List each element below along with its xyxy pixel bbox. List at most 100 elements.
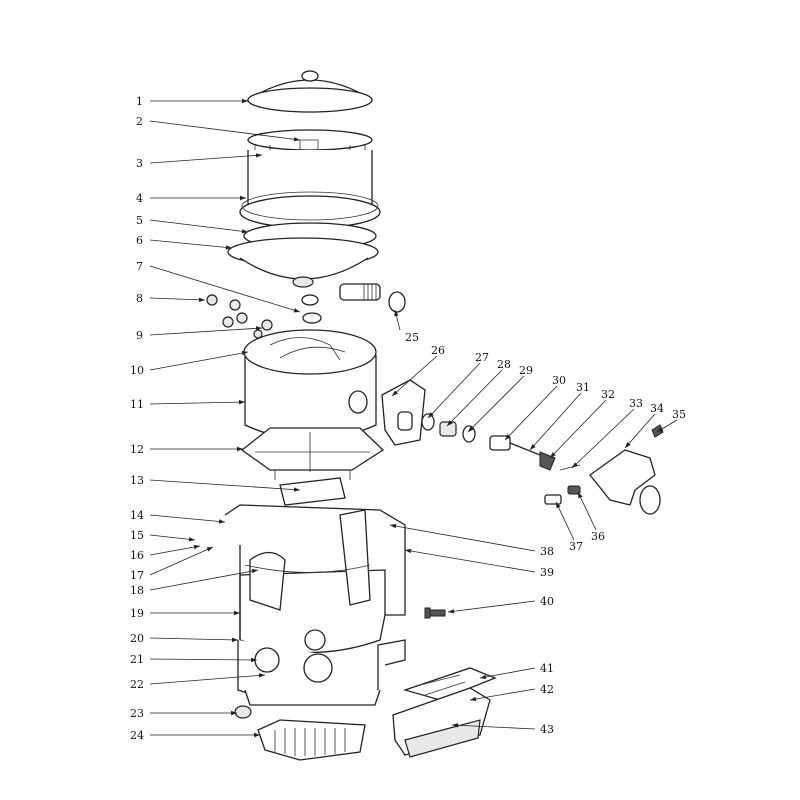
arrowhead — [392, 390, 398, 396]
arrowhead — [254, 732, 260, 738]
callout-labels: 1234567891011121314151617181920212223242… — [130, 95, 686, 742]
callout-label-23: 23 — [130, 707, 144, 720]
leader-line — [149, 401, 246, 405]
leader-line — [149, 545, 201, 556]
arrowhead — [231, 637, 238, 643]
callout-label-30: 30 — [552, 374, 566, 387]
arrowhead — [625, 442, 631, 448]
arrowhead — [505, 434, 511, 440]
motor-plate — [240, 427, 385, 480]
leader-line — [149, 265, 301, 313]
callout-label-21: 21 — [130, 653, 144, 666]
pump-housing — [243, 329, 377, 441]
leader-line — [149, 514, 226, 523]
arrowhead — [293, 487, 300, 492]
arrowhead — [448, 609, 455, 614]
small-fittings — [206, 294, 273, 339]
arrowhead — [480, 674, 487, 680]
leader-line — [571, 408, 635, 469]
callout-label-12: 12 — [130, 443, 144, 456]
leader-line — [149, 351, 249, 371]
main-frame — [224, 504, 406, 654]
callout-label-35: 35 — [672, 408, 686, 421]
callout-label-5: 5 — [136, 214, 143, 227]
callout-label-18: 18 — [130, 584, 144, 597]
leader-line — [149, 674, 266, 685]
valve-assembly — [381, 379, 664, 515]
arrowhead — [556, 502, 561, 509]
callout-label-11: 11 — [130, 398, 144, 411]
arrowhead — [394, 310, 399, 317]
leader-line — [149, 637, 239, 641]
callout-label-26: 26 — [431, 344, 445, 357]
callout-label-17: 17 — [130, 569, 144, 582]
control-box — [392, 667, 497, 758]
callout-label-20: 20 — [130, 632, 144, 645]
arrowhead — [470, 696, 477, 702]
callout-label-8: 8 — [136, 292, 143, 305]
leader-line — [149, 120, 301, 141]
leader-line — [555, 501, 575, 541]
leader-line — [447, 600, 536, 613]
arrowhead — [550, 452, 556, 458]
arrowhead — [390, 523, 397, 529]
callout-label-34: 34 — [650, 402, 664, 415]
arrowhead — [225, 245, 232, 250]
leader-line — [549, 399, 607, 459]
callout-label-25: 25 — [405, 331, 419, 344]
callout-label-42: 42 — [540, 683, 554, 696]
leader-line — [404, 549, 536, 573]
arrowhead — [241, 229, 248, 234]
foot — [234, 705, 252, 719]
arrowhead — [258, 673, 265, 678]
screw — [424, 607, 446, 619]
leader-line — [446, 369, 503, 427]
leader-line — [149, 297, 206, 301]
leader-line — [577, 491, 597, 531]
arrowhead — [240, 195, 246, 201]
arrowhead — [231, 710, 237, 716]
callout-label-24: 24 — [130, 729, 144, 742]
callout-label-9: 9 — [136, 329, 143, 342]
leader-line — [504, 385, 558, 441]
leader-line — [391, 355, 438, 397]
o-ring — [301, 294, 319, 306]
leader-lines — [149, 98, 678, 738]
arrowhead — [405, 548, 412, 554]
arrowhead — [293, 137, 300, 142]
bracket — [279, 477, 346, 506]
callout-label-27: 27 — [475, 351, 489, 364]
arrowhead — [251, 568, 258, 574]
arrowhead — [198, 297, 205, 302]
arrowhead — [255, 326, 262, 331]
callout-label-22: 22 — [130, 678, 144, 691]
callout-label-36: 36 — [591, 530, 605, 543]
callout-label-39: 39 — [540, 566, 554, 579]
bottom-grille — [257, 719, 366, 761]
leader-line — [149, 546, 214, 576]
leader-line — [451, 724, 536, 730]
seal-rings — [227, 222, 379, 288]
callout-label-13: 13 — [130, 474, 144, 487]
callout-label-43: 43 — [540, 723, 554, 736]
callout-label-14: 14 — [130, 509, 144, 522]
leader-line — [149, 219, 249, 233]
lid-dome — [246, 70, 374, 113]
callout-label-32: 32 — [601, 388, 615, 401]
outlet-fitting — [339, 283, 406, 313]
arrowhead — [578, 492, 583, 499]
callout-label-37: 37 — [569, 540, 583, 553]
callout-label-4: 4 — [136, 192, 143, 205]
leader-line — [624, 413, 656, 449]
leader-line — [427, 362, 481, 419]
callout-label-40: 40 — [540, 595, 554, 608]
leader-line — [149, 534, 196, 541]
filter-housing — [239, 150, 381, 229]
callout-label-41: 41 — [540, 662, 554, 675]
callout-label-7: 7 — [136, 260, 143, 273]
arrowhead — [250, 657, 257, 663]
leader-line — [467, 375, 525, 433]
arrowhead — [452, 723, 459, 728]
